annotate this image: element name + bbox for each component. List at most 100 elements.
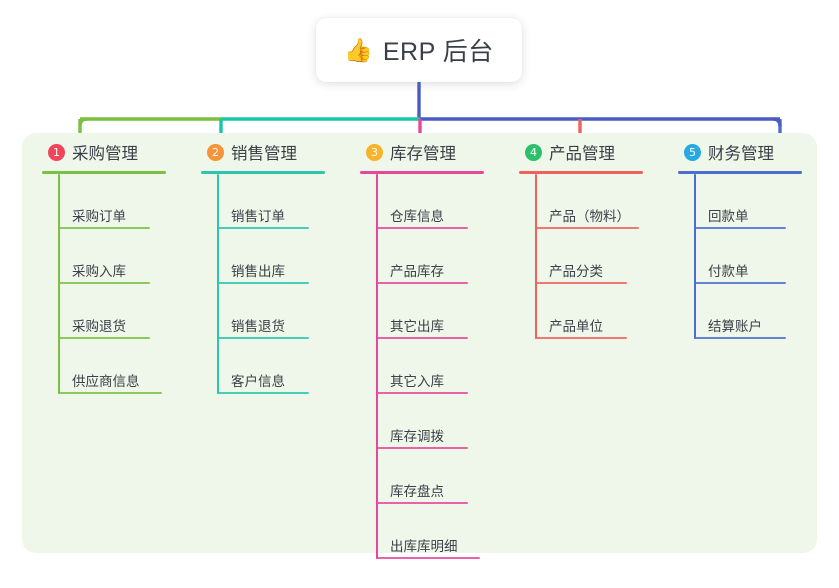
- leaf-spine-1: [58, 174, 60, 394]
- branch-header-rule-2: [201, 171, 325, 174]
- leaf-label: 出库库明细: [390, 539, 458, 554]
- leaf-rule: [694, 337, 786, 339]
- leaf-item[interactable]: 其它出库: [376, 284, 499, 339]
- branch-title-product: 产品管理: [549, 145, 615, 163]
- branches-panel-background: [22, 133, 817, 553]
- leaf-label: 结算账户: [708, 319, 762, 334]
- bus-left-corner: [78, 117, 88, 127]
- leaf-label: 仓库信息: [390, 209, 444, 224]
- leaf-rule: [376, 447, 468, 449]
- leaf-label: 供应商信息: [72, 374, 140, 389]
- branch-column-finance: 5 财务管理 回款单 付款单 结算账户: [658, 133, 817, 553]
- leaf-rule: [535, 227, 639, 229]
- leaf-item[interactable]: 采购订单: [58, 174, 181, 229]
- leaf-list-inventory: 仓库信息 产品库存 其它出库 其它入库 库存调拨: [376, 174, 499, 559]
- leaf-label: 采购入库: [72, 264, 126, 279]
- leaf-label: 销售出库: [231, 264, 285, 279]
- leaf-label: 产品单位: [549, 319, 603, 334]
- leaf-rule: [535, 337, 627, 339]
- leaf-label: 库存调拨: [390, 429, 444, 444]
- leaf-label: 销售退货: [231, 319, 285, 334]
- leaf-rule: [535, 282, 627, 284]
- branch-header-purchasing[interactable]: 1 采购管理: [40, 133, 181, 171]
- leaf-label: 销售订单: [231, 209, 285, 224]
- leaf-label: 采购订单: [72, 209, 126, 224]
- leaf-item[interactable]: 产品库存: [376, 229, 499, 284]
- branch-header-product[interactable]: 4 产品管理: [517, 133, 658, 171]
- leaf-label: 采购退货: [72, 319, 126, 334]
- leaf-item[interactable]: 回款单: [694, 174, 817, 229]
- leaf-rule: [217, 337, 309, 339]
- leaf-label: 产品库存: [390, 264, 444, 279]
- branch-header-sales[interactable]: 2 销售管理: [199, 133, 340, 171]
- leaf-item[interactable]: 产品分类: [535, 229, 658, 284]
- leaf-rule: [58, 282, 150, 284]
- branch-title-sales: 销售管理: [231, 145, 297, 163]
- branch-header-rule-4: [519, 171, 643, 174]
- root-node-erp-backend[interactable]: 👍 ERP 后台: [316, 18, 522, 82]
- leaf-rule: [694, 227, 786, 229]
- leaf-rule: [376, 502, 468, 504]
- branch-badge-5: 5: [684, 143, 701, 161]
- leaf-label: 其它出库: [390, 319, 444, 334]
- leaf-rule: [376, 557, 480, 559]
- branch-badge-3: 3: [366, 143, 383, 161]
- leaf-list-finance: 回款单 付款单 结算账户: [694, 174, 817, 339]
- leaf-rule: [58, 392, 162, 394]
- branch-column-purchasing: 1 采购管理 采购订单 采购入库 采购退货 供应商信: [22, 133, 181, 553]
- leaf-item[interactable]: 供应商信息: [58, 339, 181, 394]
- leaf-label: 产品（物料）: [549, 209, 630, 224]
- leaf-item[interactable]: 销售订单: [217, 174, 340, 229]
- branch-title-purchasing: 采购管理: [72, 145, 138, 163]
- leaf-rule: [217, 282, 309, 284]
- leaf-rule: [376, 227, 468, 229]
- leaf-item[interactable]: 其它入库: [376, 339, 499, 394]
- leaf-item[interactable]: 产品（物料）: [535, 174, 658, 229]
- leaf-item[interactable]: 库存调拨: [376, 394, 499, 449]
- leaf-item[interactable]: 采购退货: [58, 284, 181, 339]
- leaf-label: 客户信息: [231, 374, 285, 389]
- leaf-item[interactable]: 付款单: [694, 229, 817, 284]
- leaf-list-purchasing: 采购订单 采购入库 采购退货 供应商信息: [58, 174, 181, 394]
- branch-badge-1: 1: [48, 143, 65, 161]
- branch-column-product: 4 产品管理 产品（物料） 产品分类 产品单位: [499, 133, 658, 553]
- thumbs-up-icon: 👍: [344, 36, 373, 63]
- leaf-label: 其它入库: [390, 374, 444, 389]
- leaf-rule: [58, 227, 150, 229]
- leaf-item[interactable]: 结算账户: [694, 284, 817, 339]
- branch-header-finance[interactable]: 5 财务管理: [676, 133, 817, 171]
- leaf-rule: [217, 392, 309, 394]
- branch-column-inventory: 3 库存管理 仓库信息 产品库存 其它出库 其它入库: [340, 133, 499, 559]
- branch-header-rule-1: [42, 171, 166, 174]
- leaf-item[interactable]: 产品单位: [535, 284, 658, 339]
- leaf-item[interactable]: 采购入库: [58, 229, 181, 284]
- leaf-spine-3: [376, 174, 378, 559]
- leaf-item[interactable]: 库存盘点: [376, 449, 499, 504]
- leaf-item[interactable]: 销售出库: [217, 229, 340, 284]
- leaf-rule: [694, 282, 786, 284]
- leaf-spine-5: [694, 174, 696, 339]
- leaf-rule: [217, 227, 309, 229]
- leaf-rule: [58, 337, 150, 339]
- leaf-rule: [376, 392, 468, 394]
- leaf-spine-4: [535, 174, 537, 339]
- leaf-list-sales: 销售订单 销售出库 销售退货 客户信息: [217, 174, 340, 394]
- leaf-rule: [376, 282, 468, 284]
- branch-title-finance: 财务管理: [708, 145, 774, 163]
- leaf-label: 库存盘点: [390, 484, 444, 499]
- branch-header-inventory[interactable]: 3 库存管理: [358, 133, 499, 171]
- branch-badge-4: 4: [525, 143, 542, 161]
- leaf-item[interactable]: 出库库明细: [376, 504, 499, 559]
- leaf-item[interactable]: 仓库信息: [376, 174, 499, 229]
- leaf-label: 付款单: [708, 264, 749, 279]
- leaf-rule: [376, 337, 468, 339]
- branch-title-inventory: 库存管理: [390, 145, 456, 163]
- leaf-label: 回款单: [708, 209, 749, 224]
- branch-columns: 1 采购管理 采购订单 采购入库 采购退货 供应商信: [22, 133, 817, 559]
- branch-column-sales: 2 销售管理 销售订单 销售出库 销售退货 客户信息: [181, 133, 340, 553]
- leaf-item[interactable]: 客户信息: [217, 339, 340, 394]
- leaf-list-product: 产品（物料） 产品分类 产品单位: [535, 174, 658, 339]
- root-node-title: ERP 后台: [382, 38, 494, 66]
- leaf-item[interactable]: 销售退货: [217, 284, 340, 339]
